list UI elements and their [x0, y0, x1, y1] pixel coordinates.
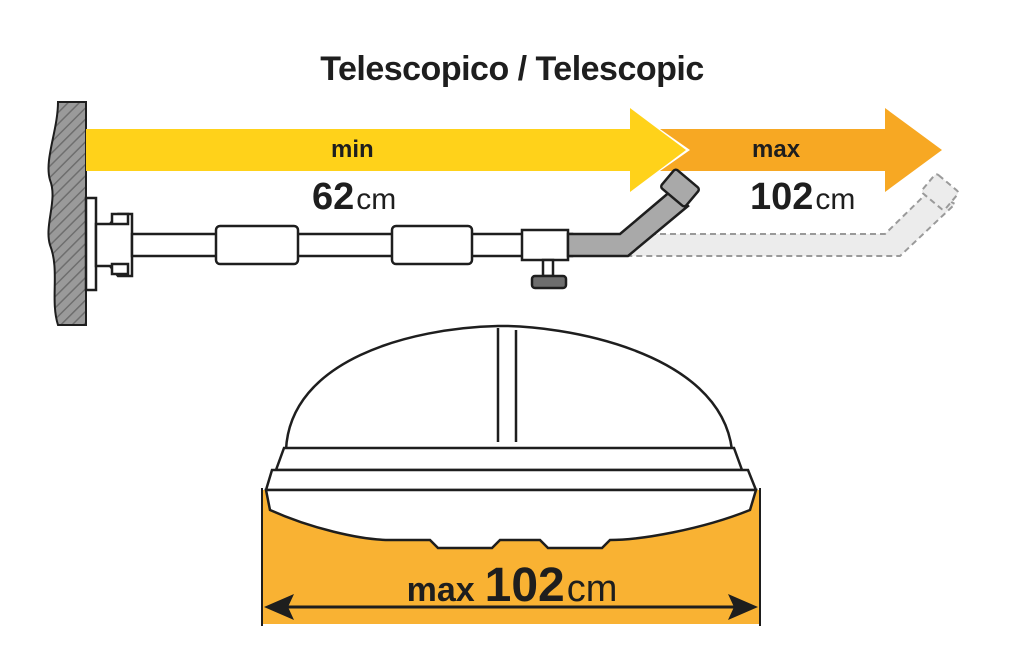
- min-unit: cm: [356, 183, 397, 216]
- max-value: 102: [750, 176, 814, 218]
- roof-box-base: [264, 488, 758, 550]
- extended-bar-ghost: [629, 173, 959, 257]
- max-arrow: [660, 108, 942, 192]
- min-value: 62: [312, 176, 355, 218]
- box-width-unit: cm: [566, 568, 618, 610]
- min-label: min: [331, 136, 374, 163]
- box-width-prefix: max: [406, 571, 475, 609]
- telescopic-bar: [84, 168, 700, 292]
- max-measurement: 102cm: [750, 176, 855, 219]
- diagram-title: Telescopico / Telescopic: [320, 50, 704, 88]
- max-unit: cm: [815, 183, 856, 216]
- roof-box: [264, 324, 758, 492]
- wall: [47, 101, 87, 326]
- max-label: max: [752, 136, 801, 163]
- min-measurement: 62cm: [312, 176, 396, 219]
- min-arrow: [86, 108, 686, 192]
- width-dimension-arrow: [264, 594, 758, 620]
- box-width-value: 102: [484, 559, 565, 612]
